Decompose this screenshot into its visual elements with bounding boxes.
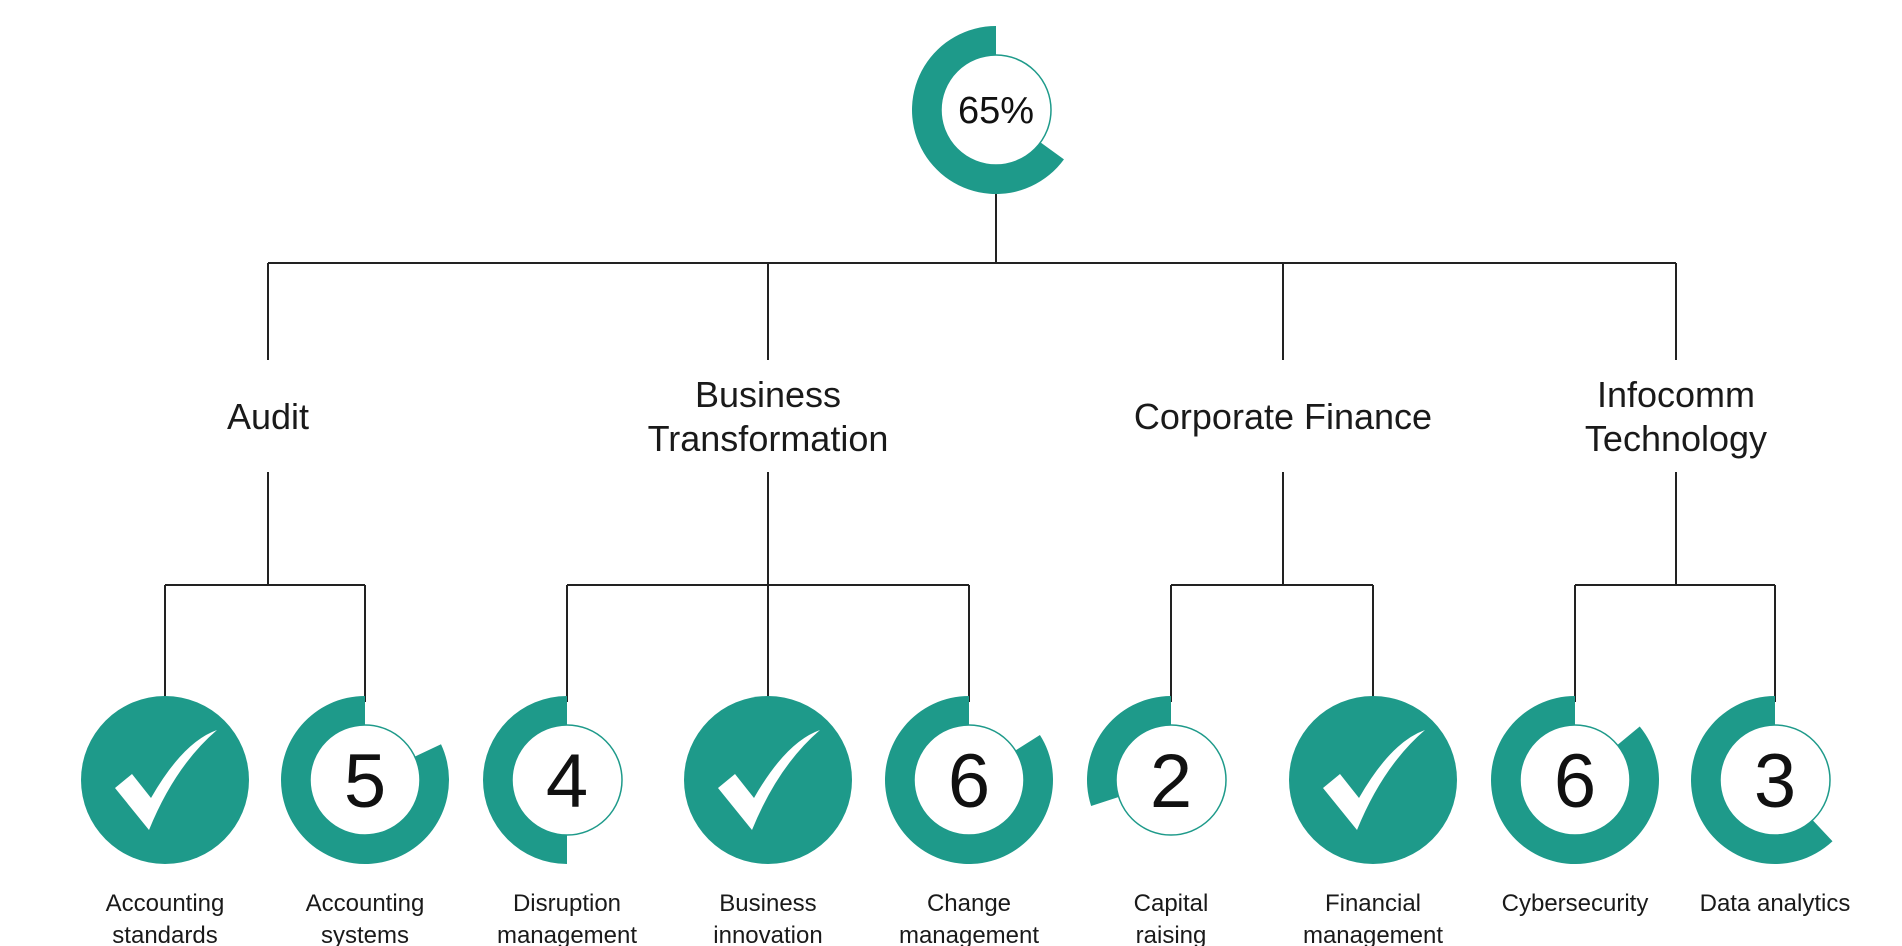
- skill-label-line: management: [1303, 922, 1443, 946]
- overall-progress-ring-graphic: 65%: [912, 26, 1064, 194]
- skill-node-accounting-standards[interactable]: Accounting standards: [81, 696, 249, 946]
- skill-label-line: standards: [112, 922, 217, 946]
- checkmark-icon: [115, 730, 217, 830]
- skill-label-line: raising: [1136, 922, 1207, 946]
- ring-progress-arc: [912, 26, 1064, 194]
- category-label-line: Technology: [1585, 418, 1767, 459]
- connector-lines: [164, 194, 1776, 702]
- skill-label-line: management: [899, 922, 1039, 946]
- skill-label-line: Business: [719, 890, 816, 917]
- skill-remaining-count: 5: [344, 739, 386, 824]
- skill-progress-ring: [1490, 696, 1660, 865]
- skill-label-line: Disruption: [513, 890, 621, 917]
- category-label-line: Infocomm: [1597, 374, 1755, 415]
- ring-progress-arc: [885, 696, 1053, 864]
- checkmark-icon: [1323, 730, 1425, 830]
- skill-progress-ring: [1087, 696, 1227, 836]
- skill-label-line: Change: [927, 890, 1011, 917]
- skill-label-line: Capital: [1134, 890, 1209, 917]
- skill-label-financial-management: Financial management: [1303, 890, 1443, 946]
- ring-progress-arc: [483, 696, 567, 864]
- skill-progress-ring: [885, 696, 1053, 864]
- skill-label-business-innovation: Business innovation: [713, 890, 822, 946]
- skill-remaining-count: 6: [948, 739, 990, 824]
- skill-node-financial-management[interactable]: Financial management: [1289, 696, 1457, 946]
- skill-label-line: innovation: [713, 922, 822, 946]
- category-label-audit: Audit: [227, 396, 309, 437]
- ring-progress-arc: [1690, 696, 1833, 864]
- skill-label-line: systems: [321, 922, 409, 946]
- skill-progress-ring: [483, 696, 623, 864]
- ring-progress-arc: [1490, 696, 1660, 865]
- skill-label-accounting-systems: Accounting systems: [306, 890, 425, 946]
- skill-label-line: Data analytics: [1700, 890, 1851, 917]
- category-label-line: Transformation: [648, 418, 889, 459]
- skill-label-disruption-management: Disruption management: [497, 890, 637, 946]
- ring-progress-arc: [1087, 696, 1171, 806]
- category-label-corporate-finance: Corporate Finance: [1134, 396, 1432, 437]
- skill-label-line: management: [497, 922, 637, 946]
- category-label-line: Corporate Finance: [1134, 396, 1432, 437]
- overall-progress-label: 65%: [958, 90, 1034, 132]
- skill-label-line: Cybersecurity: [1502, 890, 1649, 917]
- category-label-line: Audit: [227, 396, 309, 437]
- skill-label-cybersecurity: Cybersecurity: [1502, 890, 1649, 917]
- category-label-line: Business: [695, 374, 841, 415]
- skill-remaining-count: 4: [546, 739, 588, 824]
- overall-progress-ring: 65%: [912, 26, 1064, 194]
- ring-progress-arc: [280, 696, 449, 864]
- skill-remaining-count: 3: [1754, 739, 1796, 824]
- skill-node-business-innovation[interactable]: Business innovation: [684, 696, 852, 946]
- skill-remaining-count: 2: [1150, 739, 1192, 824]
- skill-label-line: Accounting: [306, 890, 425, 917]
- checkmark-icon: [718, 730, 820, 830]
- skill-remaining-count: 6: [1554, 739, 1596, 824]
- skill-label-capital-raising: Capital raising: [1134, 890, 1209, 946]
- skill-label-line: Financial: [1325, 890, 1421, 917]
- skill-label-line: Accounting: [106, 890, 225, 917]
- skill-progress-ring: [1690, 696, 1833, 864]
- skill-label-data-analytics: Data analytics: [1700, 890, 1851, 917]
- skill-label-change-management: Change management: [899, 890, 1039, 946]
- skill-progress-ring: [280, 696, 449, 864]
- skill-label-accounting-standards: Accounting standards: [106, 890, 225, 946]
